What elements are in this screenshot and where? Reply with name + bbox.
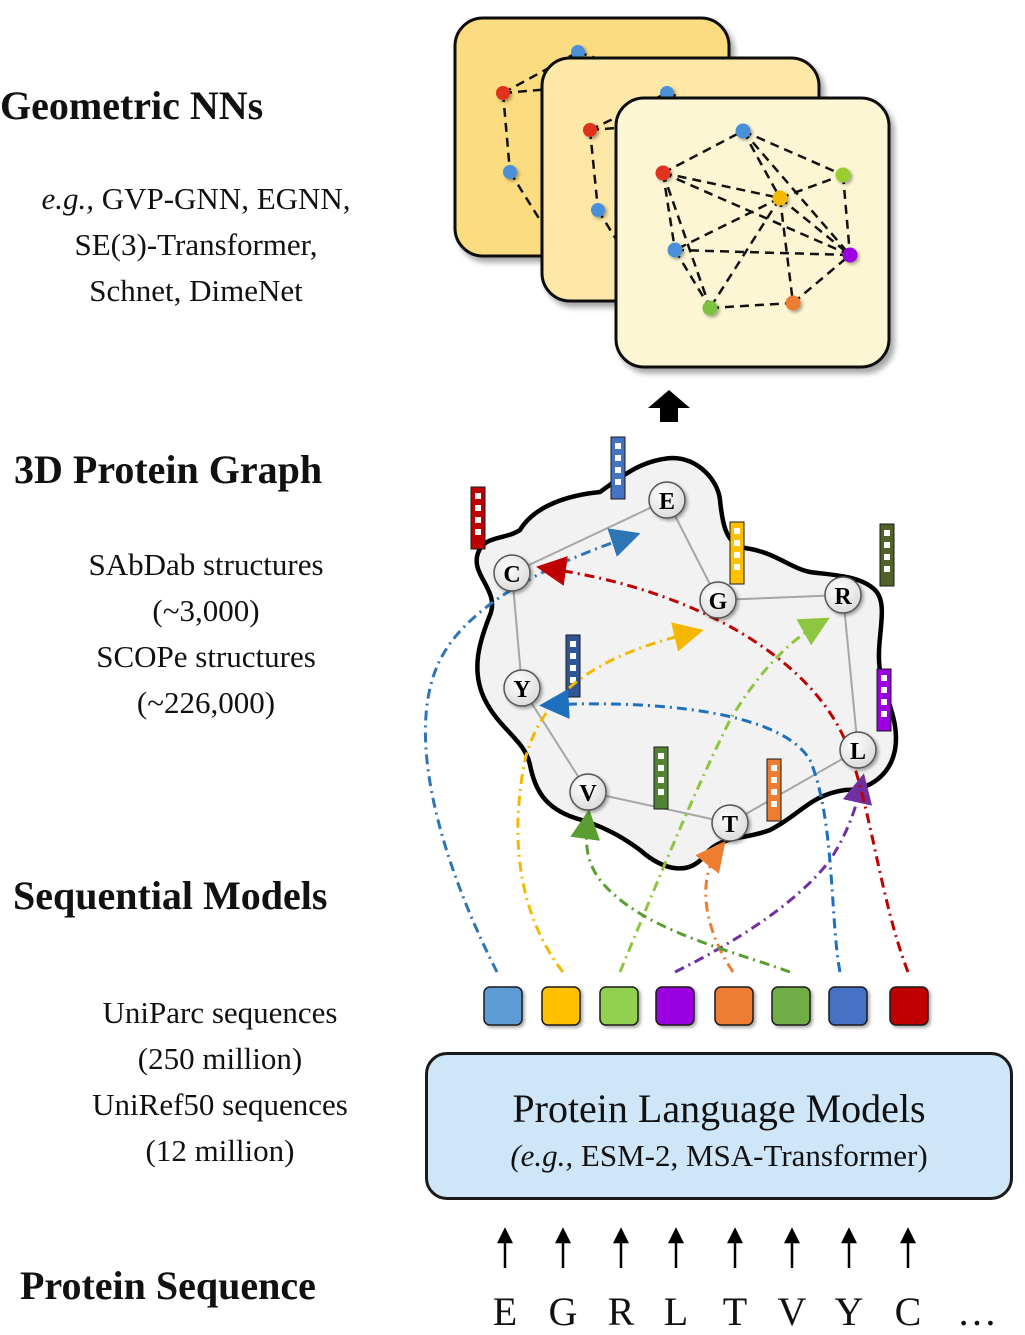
link-curve-purple <box>674 773 873 974</box>
embedding-bar-red <box>470 486 486 550</box>
embedding-square <box>771 986 811 1026</box>
graph-node-icon <box>583 123 597 137</box>
link-curve-blue <box>539 688 842 973</box>
sabdab-label: SAbDab structures <box>88 547 324 582</box>
sequence-ellipsis: … <box>957 1289 997 1334</box>
node-label: V <box>579 781 597 807</box>
link-curve-light-blue <box>423 528 641 973</box>
graph-node-t: T <box>711 804 749 842</box>
geometric-nns-line-1: e.g., GVP-GNN, EGNN, <box>41 181 351 216</box>
graph-node-y: Y <box>503 669 541 707</box>
sequence-up-arrows <box>496 1227 917 1268</box>
protein-language-models-box: Protein Language Models (e.g., ESM-2, MS… <box>425 1052 1013 1200</box>
sequence-letter: V <box>777 1289 807 1334</box>
up-arrow-icon <box>726 1227 744 1268</box>
graph-node-icon <box>571 45 585 59</box>
graph-node-icon <box>667 242 683 258</box>
graph-node-g: G <box>699 581 737 619</box>
graph-node-icon <box>655 165 671 181</box>
uniparc-count: (250 million) <box>137 1041 303 1076</box>
embedding-bar-yellow <box>729 521 745 585</box>
node-label: Y <box>513 677 530 703</box>
embedding-square <box>714 986 754 1026</box>
graph-node-l: L <box>839 731 877 769</box>
uniref-label: UniRef50 sequences <box>92 1087 348 1122</box>
up-arrow-icon <box>496 1227 514 1268</box>
sequence-letter: T <box>722 1289 748 1334</box>
node-label: G <box>709 589 728 615</box>
geometric-nns-title: Geometric NNs <box>0 83 264 128</box>
geometric-nn-card-front <box>614 96 891 369</box>
graph-node-icon <box>772 190 788 206</box>
embedding-bar-olive <box>879 523 895 587</box>
graph-node-icon <box>702 300 718 316</box>
node-label: C <box>503 562 520 588</box>
scope-label: SCOPe structures <box>96 639 316 674</box>
embedding-square <box>599 986 639 1026</box>
graph-node-c: C <box>493 554 531 592</box>
link-curve-green <box>570 809 791 974</box>
graph-node-v: V <box>569 773 607 811</box>
up-arrow-icon <box>899 1227 917 1268</box>
graph-node-icon <box>591 203 605 217</box>
up-arrow-icon <box>554 1227 572 1268</box>
geometric-nns-line-2: SE(3)-Transformer, <box>74 227 318 262</box>
sequential-models-title: Sequential Models <box>13 873 328 918</box>
protein-graph-description: SAbDab structures (~3,000) SCOPe structu… <box>0 542 412 726</box>
up-arrow-icon <box>783 1227 801 1268</box>
sequence-letter: C <box>894 1289 922 1334</box>
protein-blob-outline <box>474 455 899 871</box>
embedding-square <box>828 986 868 1026</box>
link-curve-lime <box>618 617 830 973</box>
geometric-nns-description: e.g., GVP-GNN, EGNN, SE(3)-Transformer, … <box>0 176 392 314</box>
embedding-squares <box>483 986 929 1026</box>
embedding-bar-purple <box>876 668 892 732</box>
graph-node-icon <box>735 123 751 139</box>
uniparc-label: UniParc sequences <box>102 995 338 1030</box>
protein-graph-title: 3D Protein Graph <box>14 447 323 492</box>
scope-count: (~226,000) <box>136 685 276 720</box>
embedding-square <box>655 986 695 1026</box>
up-arrow-icon <box>612 1227 630 1268</box>
link-curve-yellow <box>516 622 704 973</box>
up-arrow-icon <box>667 1227 685 1268</box>
protein-graph-nodes: E C G R Y L V T <box>493 481 877 842</box>
plm-title: Protein Language Models <box>512 1086 926 1131</box>
sequence-letter: Y <box>834 1289 864 1334</box>
node-label: E <box>659 489 675 515</box>
protein-sequence-title: Protein Sequence <box>20 1263 316 1308</box>
graph-node-r: R <box>824 576 862 614</box>
node-label: L <box>850 739 866 765</box>
embedding-bar-navy <box>565 634 581 698</box>
link-curve-orange <box>695 840 735 973</box>
graph-node-icon <box>842 247 858 263</box>
embedding-bar-orange <box>766 758 782 822</box>
graph-node-e: E <box>648 481 686 519</box>
graph-node-icon <box>503 165 517 179</box>
graph-node-icon <box>496 86 510 100</box>
up-arrow-icon <box>840 1227 858 1268</box>
embedding-bar-green <box>653 746 669 810</box>
sequence-letter: L <box>663 1289 689 1334</box>
node-label: R <box>834 584 852 610</box>
sequence-letter: E <box>492 1289 518 1334</box>
plm-examples: (e.g., ESM-2, MSA-Transformer) <box>510 1138 928 1173</box>
sequence-letter: G <box>548 1289 578 1334</box>
embedding-square <box>483 986 523 1026</box>
sabdab-count: (~3,000) <box>152 593 260 628</box>
embedding-square <box>889 986 929 1026</box>
sequence-letter: R <box>607 1289 635 1334</box>
graph-node-icon <box>835 167 851 183</box>
up-arrow-icon <box>648 390 690 422</box>
node-label: T <box>722 812 738 838</box>
embedding-bar-blue <box>610 436 626 500</box>
geometric-nns-line-3: Schnet, DimeNet <box>89 273 303 308</box>
sequential-models-description: UniParc sequences (250 million) UniRef50… <box>30 990 410 1174</box>
graph-node-icon <box>785 295 801 311</box>
uniref-count: (12 million) <box>145 1133 295 1168</box>
embedding-square <box>541 986 581 1026</box>
